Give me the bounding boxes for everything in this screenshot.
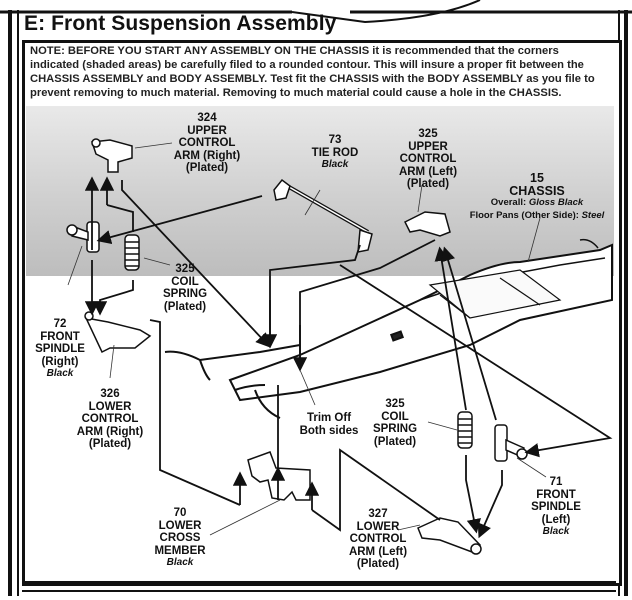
label-tie-rod: 73 TIE ROD Black (305, 134, 365, 172)
part-name-line: CHASSIS (509, 183, 565, 198)
chassis-overall-line: Overall: Gloss Black (462, 197, 612, 210)
part-name-line: ARM (Left) (348, 545, 408, 558)
part-finish: (Plated) (373, 435, 417, 448)
part-number: 72 (53, 318, 67, 330)
part-name-line: TIE ROD (311, 146, 359, 159)
page-border (17, 10, 19, 596)
part-color: Black (321, 159, 349, 170)
label-leaders (67, 142, 547, 536)
bottom-rule (22, 581, 616, 586)
label-lower-cross-member: 70 LOWER CROSS MEMBER Black (150, 507, 210, 570)
part-name-line: CONTROL (81, 413, 139, 425)
upper-control-arm-left-part (403, 211, 451, 237)
part-name-line: COIL (171, 275, 199, 288)
part-color: Black (542, 526, 570, 537)
part-number: 70 (173, 507, 187, 519)
part-number: 325 (385, 398, 405, 410)
part-finish: (Plated) (185, 162, 229, 174)
section-title: E: Front Suspension Assembly (24, 12, 337, 35)
part-name-line: FRONT (40, 330, 80, 343)
overall-color: Gloss Black (528, 197, 584, 208)
part-name-line: UPPER (187, 124, 227, 137)
chassis-floor-line: Floor Pans (Other Side): Steel (462, 210, 612, 223)
label-trim-off: Trim Off Both sides (298, 412, 360, 437)
part-name-line: MEMBER (154, 544, 206, 557)
tie-rod-part (273, 178, 373, 253)
part-number: 325 (418, 128, 438, 140)
bottom-rule (22, 590, 616, 592)
part-name-line: LOWER (356, 520, 400, 533)
overall-label: Overall: (490, 197, 527, 208)
part-name-line: SPINDLE (35, 343, 85, 355)
label-upper-control-arm-right: 324 UPPER CONTROL ARM (Right) (Plated) (170, 112, 244, 175)
part-name-line: CONTROL (349, 533, 407, 545)
part-number: 15 (530, 171, 544, 185)
label-coil-spring-left: 325 COIL SPRING (Plated) (370, 398, 420, 448)
instruction-line: Trim Off (306, 412, 352, 424)
previous-step-box (0, 0, 632, 24)
part-number: 71 (549, 476, 563, 488)
lower-cross-member-part (247, 451, 311, 501)
chassis-part (164, 238, 613, 419)
label-lower-control-arm-left: 327 LOWER CONTROL ARM (Left) (Plated) (345, 508, 411, 571)
label-front-spindle-left: 71 FRONT SPINDLE (Left) Black (528, 476, 584, 539)
part-name-line: ARM (Left) (398, 165, 458, 178)
part-number: 73 (328, 134, 342, 146)
part-name-line: SPINDLE (531, 501, 581, 513)
upper-control-arm-right-part (90, 138, 133, 173)
label-upper-control-arm-left: 325 UPPER CONTROL ARM (Left) (Plated) (392, 128, 464, 191)
instruction-line: Both sides (299, 424, 359, 437)
part-finish: (Plated) (88, 438, 132, 450)
part-color: Black (46, 368, 74, 379)
part-number: 325 (175, 263, 195, 275)
part-name-line: COIL (381, 410, 409, 423)
label-front-spindle-right: 72 FRONT SPINDLE (Right) Black (34, 318, 86, 381)
floor-label: Floor Pans (Other Side): (469, 209, 579, 221)
part-name-line: LOWER (158, 519, 202, 532)
part-name-line: ARM (Right) (76, 425, 144, 438)
part-name-line: UPPER (408, 140, 448, 153)
part-finish: (Plated) (163, 300, 207, 313)
assembly-note: NOTE: BEFORE YOU START ANY ASSEMBLY ON T… (30, 45, 595, 99)
part-name-line: ARM (Right) (173, 149, 241, 162)
part-finish: (Plated) (356, 558, 400, 570)
label-coil-spring-right: 325 COIL SPRING (Plated) (160, 263, 210, 313)
lower-control-arm-left-part (417, 517, 482, 555)
part-name-line: CROSS (159, 532, 201, 544)
part-finish: (Plated) (406, 178, 450, 190)
part-name-line: CONTROL (399, 153, 457, 165)
part-name-line: FRONT (536, 488, 576, 501)
page-border (624, 10, 628, 596)
part-name-line: SPRING (372, 423, 418, 435)
coil-spring-left-part (457, 411, 473, 449)
part-name-line: (Left) (541, 513, 571, 526)
part-name-line: (Right) (41, 355, 79, 368)
front-spindle-left-part (494, 424, 528, 462)
part-name-line: SPRING (162, 288, 208, 300)
coil-spring-right-part (124, 234, 140, 271)
part-name-line: CONTROL (178, 137, 236, 149)
label-lower-control-arm-right: 326 LOWER CONTROL ARM (Right) (Plated) (74, 388, 146, 451)
part-number: 326 (100, 388, 120, 400)
part-name-line: LOWER (88, 400, 132, 413)
part-number: 324 (197, 112, 217, 124)
page-border (8, 10, 12, 596)
front-spindle-right-part (66, 221, 100, 253)
part-color: Black (166, 557, 194, 568)
assembly-arrows (84, 176, 613, 539)
part-number: 327 (368, 508, 388, 520)
floor-color: Steel (581, 209, 605, 221)
lower-control-arm-right-part (84, 311, 152, 354)
label-chassis: 15 CHASSIS Overall: Gloss Black Floor Pa… (462, 172, 612, 222)
